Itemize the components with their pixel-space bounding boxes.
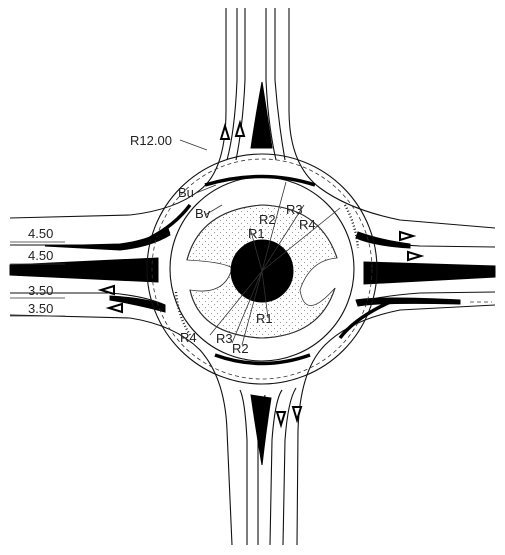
labels: R12.00 Bu Bv R1 R2 R3 R4 R1 R2 R3 R4 xyxy=(130,133,316,356)
west-arrow-1 xyxy=(97,284,115,296)
r3-top-label: R3 xyxy=(286,202,303,217)
hatch-west xyxy=(174,291,192,336)
radius-leaders xyxy=(179,139,341,346)
bv-label: Bv xyxy=(195,206,211,221)
ring-bold-arc-west xyxy=(149,203,192,240)
east-entry-wedge xyxy=(355,297,461,307)
lane-width-4: 3.50 xyxy=(28,301,53,316)
corner-radius-label: R12.00 xyxy=(130,133,172,148)
lane-width-1: 4.50 xyxy=(28,226,53,241)
west-arrow-2 xyxy=(105,302,123,314)
edge-ne xyxy=(288,8,496,229)
south-lane-line-4 xyxy=(282,387,297,546)
south-splitter-island xyxy=(250,394,272,466)
r3-bottom-label: R3 xyxy=(216,331,233,346)
direction-arrows xyxy=(97,119,425,429)
r2-bottom-label: R2 xyxy=(232,341,249,356)
north-arrow-1 xyxy=(219,122,231,140)
edge-sw xyxy=(9,314,233,546)
r4-bottom-label: R4 xyxy=(180,330,197,345)
north-lane-line-4 xyxy=(274,8,286,161)
ring-outer-edge xyxy=(146,153,378,385)
east-arrow-2 xyxy=(407,250,425,262)
lane-width-2: 4.50 xyxy=(28,248,53,263)
north-splitter-island xyxy=(250,81,273,149)
lane-width-3: 3.50 xyxy=(28,283,53,298)
r2-top-label: R2 xyxy=(259,212,276,227)
bu-label: Bu xyxy=(178,185,194,200)
ring-bold-arc-east xyxy=(338,300,391,340)
west-entry-wedge xyxy=(44,227,171,251)
r1-top-label: R1 xyxy=(248,226,265,241)
bu-leader xyxy=(195,184,217,194)
west-exit-wedge xyxy=(109,295,166,313)
south-arrow-2 xyxy=(291,406,303,424)
hatch-east xyxy=(343,204,360,249)
east-splitter-island xyxy=(363,261,496,285)
r12-leader xyxy=(179,139,208,151)
ring-bold-arc-north xyxy=(204,174,316,187)
north-lane-line-1 xyxy=(226,8,238,161)
south-lane-line-1 xyxy=(239,389,248,545)
south-lane-line-3 xyxy=(269,389,283,546)
east-exit-wedge xyxy=(355,231,411,249)
north-lane-line-3 xyxy=(265,8,277,161)
bv-leader xyxy=(204,204,223,216)
edge-se xyxy=(296,304,496,546)
north-arrow-2 xyxy=(234,119,246,137)
lane-dimensions: 4.50 4.50 3.50 3.50 xyxy=(10,226,65,317)
r4-top-label: R4 xyxy=(299,217,316,232)
splitter-islands xyxy=(9,81,496,466)
ring-bold-arc-south xyxy=(214,353,311,366)
ring-dashed-line xyxy=(151,158,373,380)
r1-bottom-label: R1 xyxy=(256,311,273,326)
south-arrow-1 xyxy=(275,411,287,429)
north-lane-line-2 xyxy=(235,8,246,161)
east-arrow-1 xyxy=(399,230,417,242)
